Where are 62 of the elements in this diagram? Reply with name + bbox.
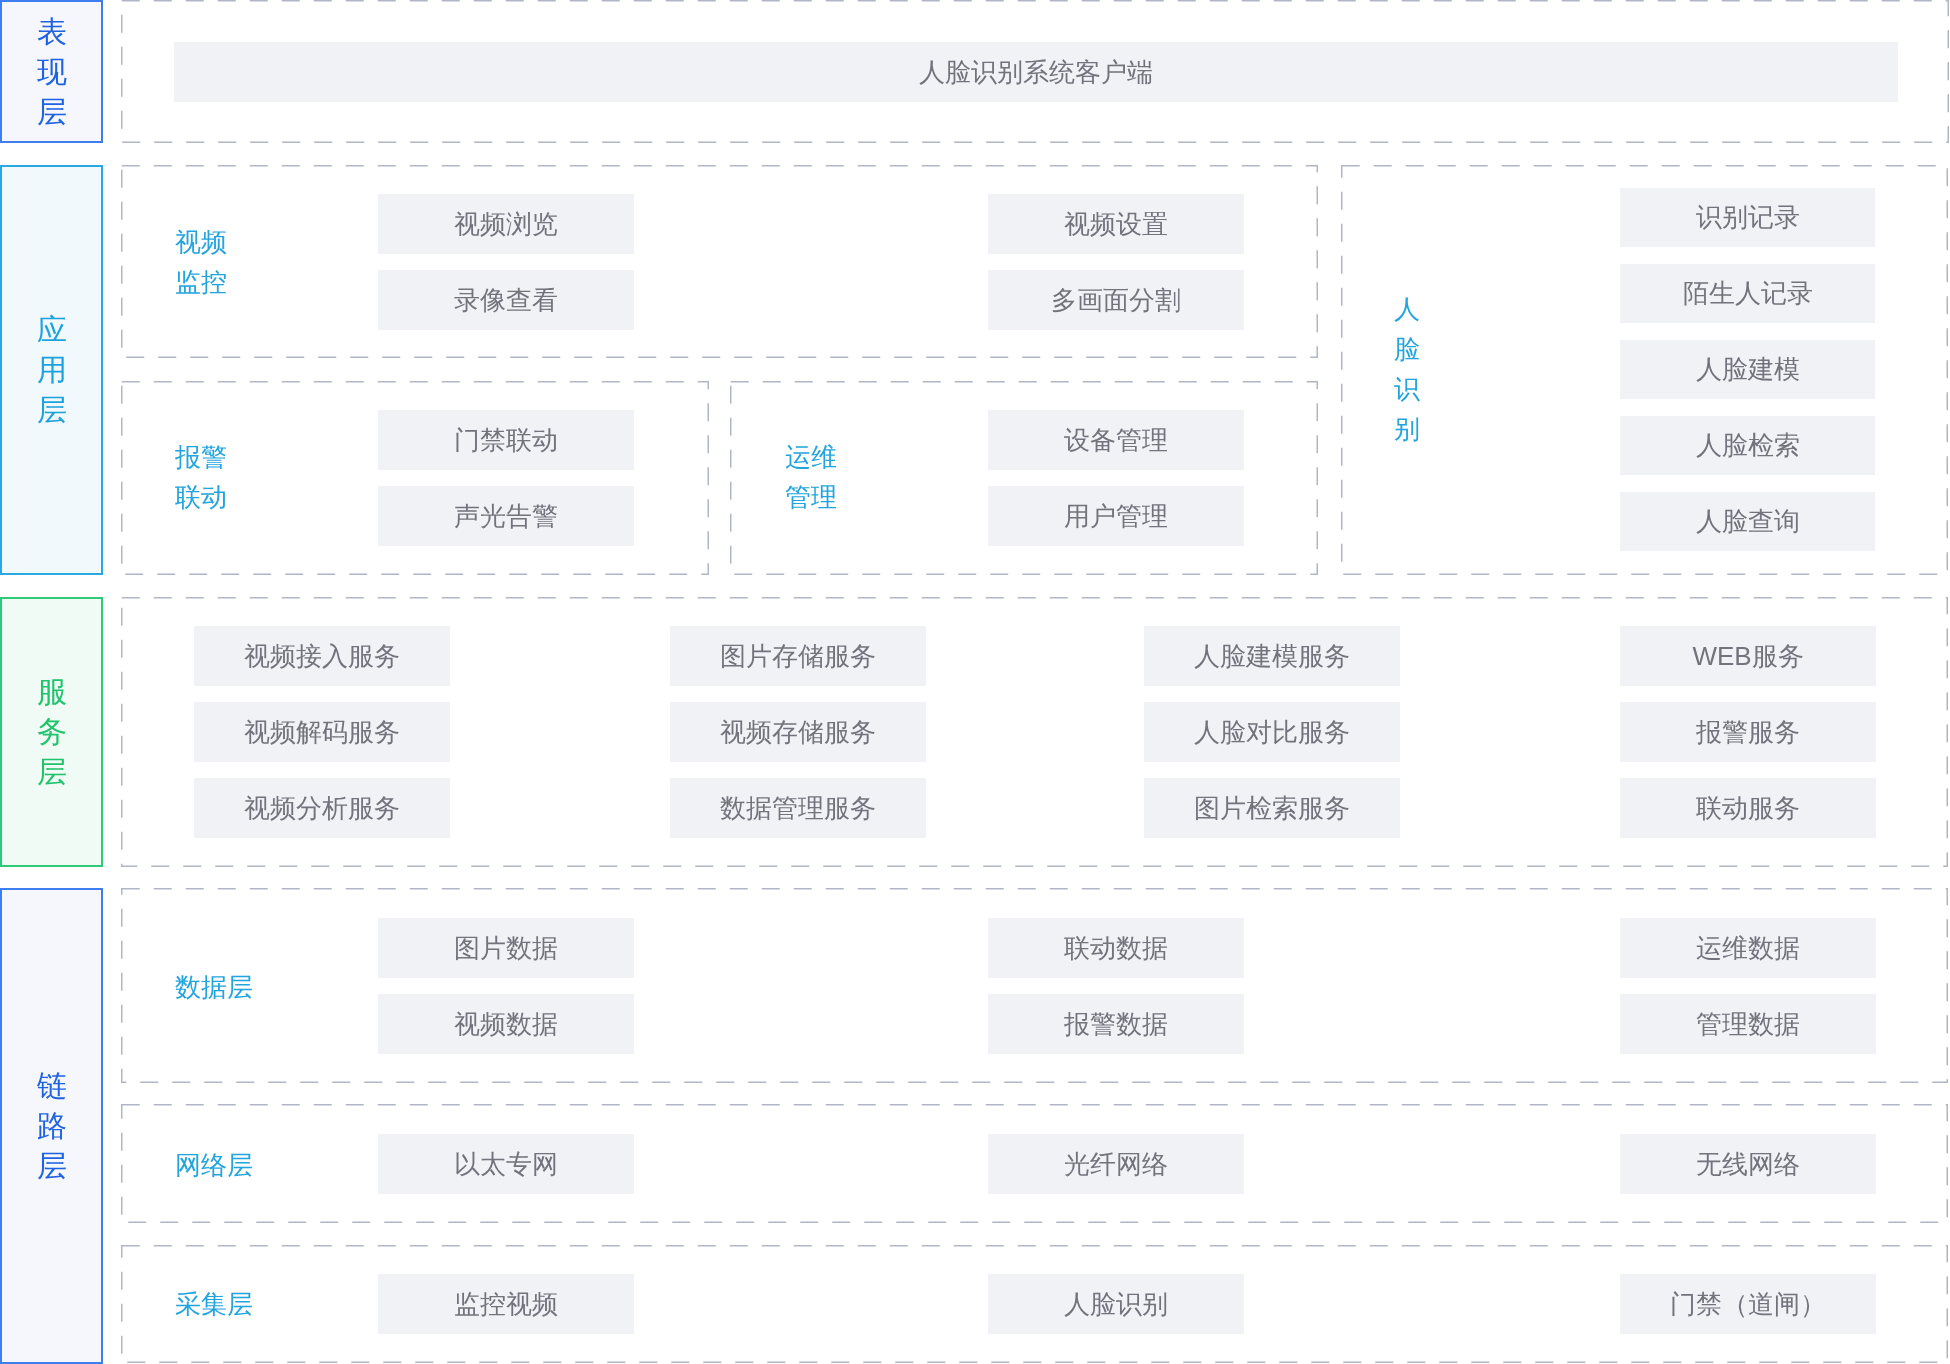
module-box: 图片存储服务 [670,626,926,686]
group-label: 视频监控 [175,226,228,299]
group-label: 报警联动 [175,441,228,514]
module-box: 联动数据 [988,918,1244,978]
group-label: 数据层 [175,971,253,1004]
module-box: 无线网络 [1620,1134,1876,1194]
module-box: 人脸对比服务 [1144,702,1400,762]
module-box: 视频数据 [378,994,634,1054]
group-frame [121,888,1948,1083]
layer-title: 服务层 [36,674,67,790]
module-box: 人脸检索 [1620,416,1875,475]
module-box: 视频接入服务 [194,626,450,686]
module-box: 视频设置 [988,194,1244,254]
module-box: 陌生人记录 [1620,264,1875,323]
module-box: 运维数据 [1620,918,1876,978]
module-box: 联动服务 [1620,778,1876,838]
module-box: 门禁联动 [378,410,634,470]
group-frame [121,381,709,575]
module-box: 设备管理 [988,410,1244,470]
group-label: 网络层 [175,1149,253,1182]
module-box: WEB服务 [1620,626,1876,686]
group-frame [121,1104,1948,1223]
group-frame [121,597,1948,867]
layer-box [0,597,103,867]
layer-box [0,888,103,1364]
layer-title: 表现层 [36,13,67,130]
module-box: 报警数据 [988,994,1244,1054]
group-frame [121,165,1318,358]
module-box: 人脸建模服务 [1144,626,1400,686]
group-frame [730,381,1318,575]
module-box: 用户管理 [988,486,1244,546]
module-box: 管理数据 [1620,994,1876,1054]
module-box: 人脸查询 [1620,492,1875,551]
group-frame [1341,165,1948,575]
group-label: 运维管理 [785,441,838,514]
module-box: 数据管理服务 [670,778,926,838]
layer-box [0,0,103,143]
module-box: 声光告警 [378,486,634,546]
module-box: 视频解码服务 [194,702,450,762]
module-box: 图片数据 [378,918,634,978]
module-box: 人脸识别系统客户端 [174,42,1898,102]
module-box: 识别记录 [1620,188,1875,247]
layer-title: 应用层 [36,312,67,428]
module-box: 以太专网 [378,1134,634,1194]
module-box: 视频存储服务 [670,702,926,762]
module-box: 监控视频 [378,1274,634,1334]
module-box: 光纤网络 [988,1134,1244,1194]
module-box: 多画面分割 [988,270,1244,330]
module-box: 人脸识别 [988,1274,1244,1334]
module-box: 视频浏览 [378,194,634,254]
module-box: 报警服务 [1620,702,1876,762]
module-box: 人脸建模 [1620,340,1875,399]
group-frame [121,0,1949,143]
layer-title: 链路层 [36,1068,67,1184]
module-box: 门禁（道闸） [1620,1274,1876,1334]
layer-box [0,165,103,575]
module-box: 视频分析服务 [194,778,450,838]
module-box: 录像查看 [378,270,634,330]
group-label: 人脸识别 [1394,293,1421,446]
module-box: 图片检索服务 [1144,778,1400,838]
group-label: 采集层 [175,1288,253,1321]
group-frame [121,1245,1948,1363]
